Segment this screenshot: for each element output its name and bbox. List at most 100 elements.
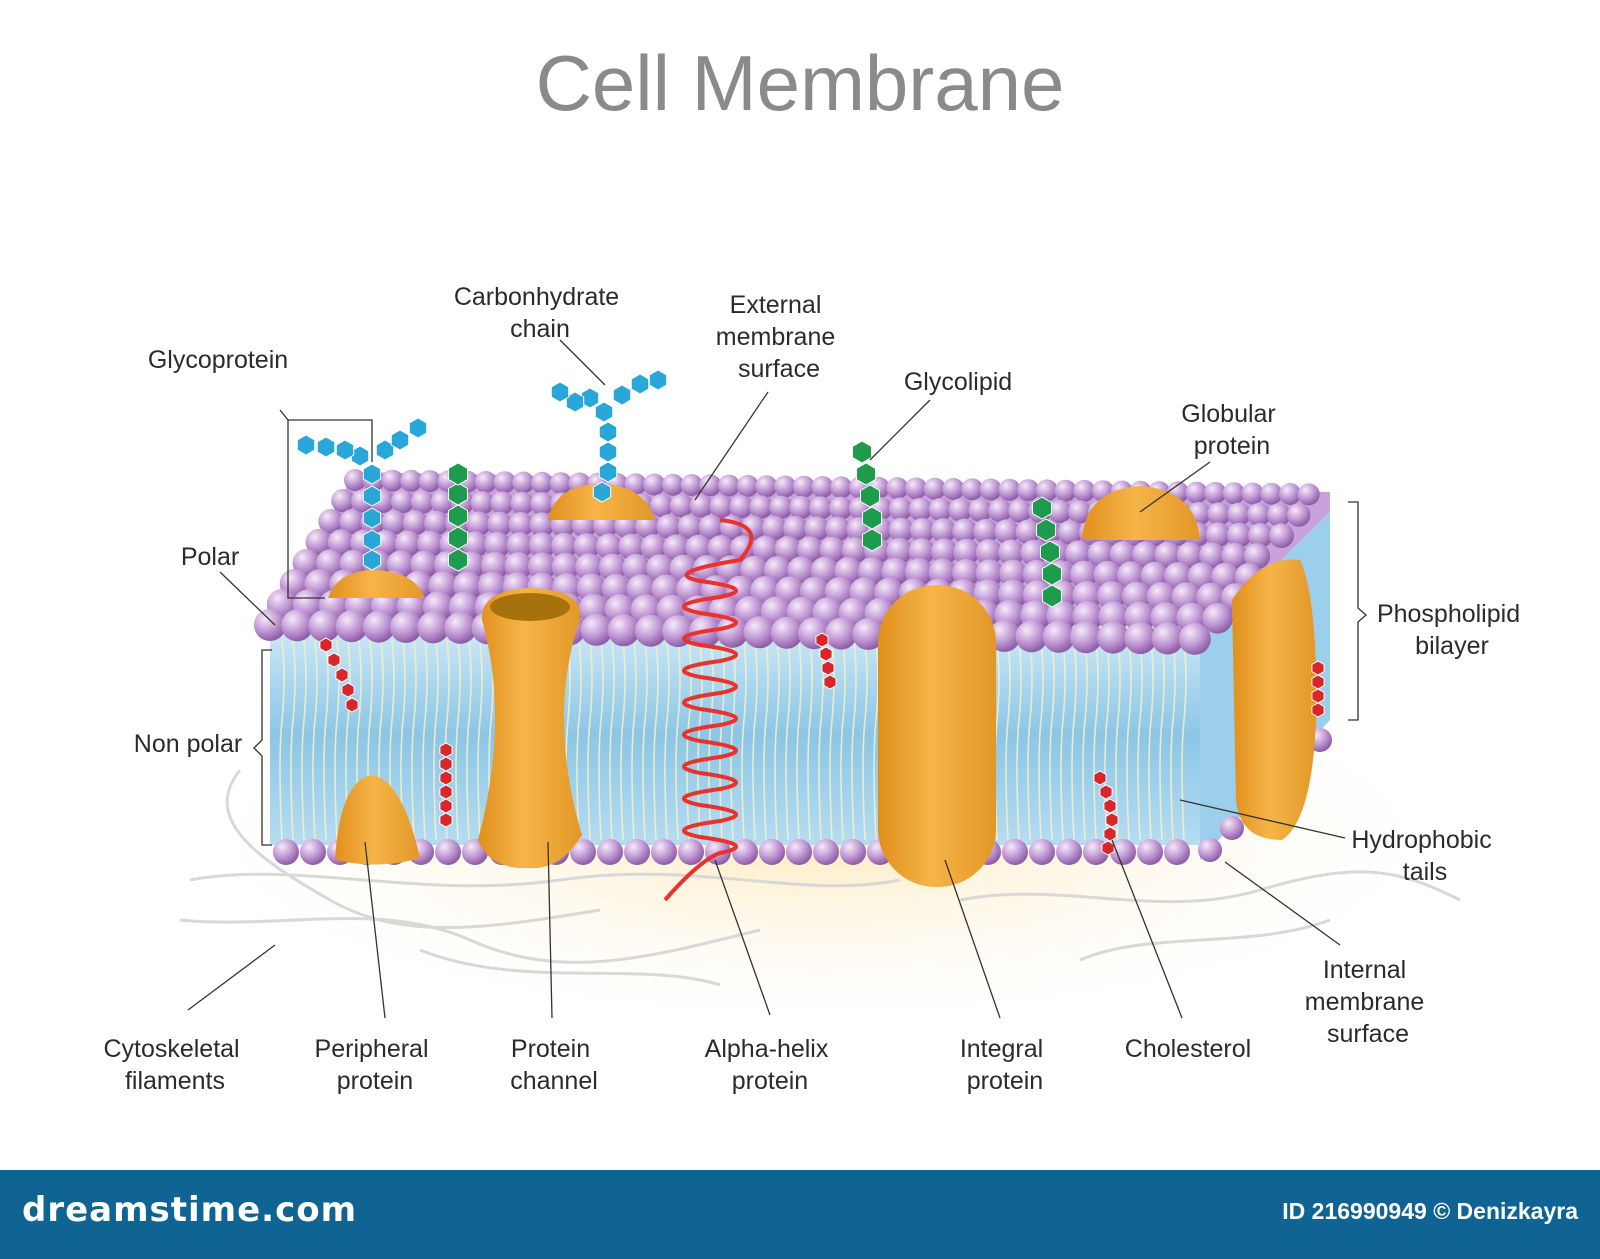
phospholipid-head [424, 510, 449, 536]
phospholipid-head [762, 515, 787, 541]
cholesterol-unit [1093, 770, 1107, 786]
phospholipid-head [1176, 542, 1203, 569]
phospholipid-head [1087, 540, 1114, 568]
hydrophobic-tail [708, 639, 714, 841]
phospholipid-head [998, 539, 1025, 566]
phospholipid-head [624, 839, 650, 865]
bilayer-bracket [1348, 501, 1367, 721]
hydrophobic-tail [741, 639, 747, 841]
cholesterol-molecules [319, 632, 1325, 856]
phospholipid-head [331, 489, 355, 513]
phospholipid-head [1029, 839, 1055, 865]
phospholipid-head [942, 478, 965, 500]
hydrophobic-tail [785, 639, 791, 841]
phospholipid-head [528, 552, 556, 581]
glycoprotein-bracket [279, 409, 373, 599]
glycolipid-unit [448, 482, 468, 506]
phospholipid-head [1137, 839, 1163, 865]
phospholipid-head [327, 529, 354, 556]
phospholipid-head [905, 477, 927, 500]
phospholipid-head [281, 609, 314, 642]
carbohydrate-chains [296, 369, 668, 571]
phospholipid-head [813, 839, 839, 865]
cholesterol-unit [439, 812, 453, 828]
hydrophobic-tail [796, 639, 802, 841]
label-internal-membrane-surface: Internal membrane surface [1305, 956, 1431, 1048]
phospholipid-head [888, 517, 914, 543]
hydrophobic-tail [752, 639, 758, 841]
carbohydrate-unit [592, 481, 612, 503]
phospholipid-head [952, 518, 977, 544]
phospholipid-head [1205, 522, 1231, 548]
cholesterol-unit [819, 646, 833, 662]
phospholipid-head [999, 559, 1027, 588]
phospholipid-head [988, 498, 1012, 523]
phospholipid-head [707, 535, 734, 562]
phospholipid-head [1202, 603, 1233, 634]
globular-protein [1082, 486, 1200, 540]
carbohydrate-unit [612, 384, 632, 406]
glycolipid-unit [1040, 540, 1060, 564]
phospholipid-head [789, 495, 813, 520]
hydrophobic-tail [642, 639, 648, 841]
hydrophobic-tail [279, 639, 285, 841]
phospholipid-head [308, 609, 341, 642]
phospholipid-head [736, 474, 759, 497]
phospholipid-head [381, 510, 407, 535]
phospholipid-head [1110, 839, 1136, 865]
phospholipid-head [1247, 502, 1271, 527]
phospholipid-head [677, 514, 703, 540]
phospholipid-head [607, 614, 640, 647]
glycolipid-chains [448, 440, 1062, 608]
glycolipid-unit [862, 506, 882, 530]
carbohydrate-unit [598, 441, 618, 463]
cholesterol-unit [1103, 798, 1117, 814]
phospholipid-head [830, 476, 853, 499]
carbohydrate-unit [362, 485, 382, 507]
phospholipid-head [961, 478, 984, 501]
label-external-membrane-surface: External membrane surface [716, 291, 842, 383]
phospholipid-head [886, 537, 913, 565]
phospholipid-head [531, 471, 553, 494]
phospholipid-head [797, 536, 824, 563]
alpha-helix-coil [663, 518, 754, 902]
phospholipid-head [300, 839, 326, 865]
phospholipid-head [909, 517, 935, 543]
phospholipid-head [573, 533, 600, 560]
hydrophobic-tail [1170, 639, 1176, 841]
phospholipid-head [1097, 621, 1130, 654]
glycolipid-unit [862, 528, 882, 552]
phospholipid-head [487, 511, 513, 537]
hydrophobic-tail [598, 639, 604, 841]
cholesterol-unit [1311, 688, 1325, 704]
hydrophobic-tail [631, 639, 637, 841]
hydrophobic-tail [1159, 639, 1165, 841]
hydrophobic-tail [1093, 639, 1099, 841]
phospholipid-head [1241, 482, 1264, 505]
phospholipid-head [417, 530, 444, 557]
glycolipid-unit [1042, 562, 1062, 586]
label-alpha-helix-protein: Alpha-helix protein [705, 1035, 836, 1095]
phospholipid-head [1070, 621, 1102, 654]
cholesterol-unit [1311, 674, 1325, 690]
phospholipid-head [335, 610, 368, 643]
hydrophobic-tail [653, 639, 659, 841]
phospholipid-head [1297, 483, 1320, 506]
phospholipid-head [699, 474, 722, 497]
phospholipid-head [1068, 500, 1092, 524]
phospholipid-head [402, 510, 428, 536]
phospholipid-head [1227, 502, 1251, 526]
glycolipid-unit [448, 548, 468, 572]
hydrophobic-tail [807, 639, 813, 841]
phospholipid-head [551, 552, 580, 581]
hydrophobic-tail [477, 639, 483, 841]
phospholipid-head [770, 616, 803, 649]
hydrophobic-tail [664, 639, 670, 841]
cholesterol-unit [439, 742, 453, 758]
phospholipid-head [394, 530, 421, 557]
glycolipid-unit [448, 504, 468, 528]
phospholipid-head [908, 497, 933, 522]
polar-protein-cap [328, 570, 425, 598]
phospholipid-head [749, 495, 773, 519]
footer-brand[interactable]: dreamstime.com [22, 1190, 358, 1230]
